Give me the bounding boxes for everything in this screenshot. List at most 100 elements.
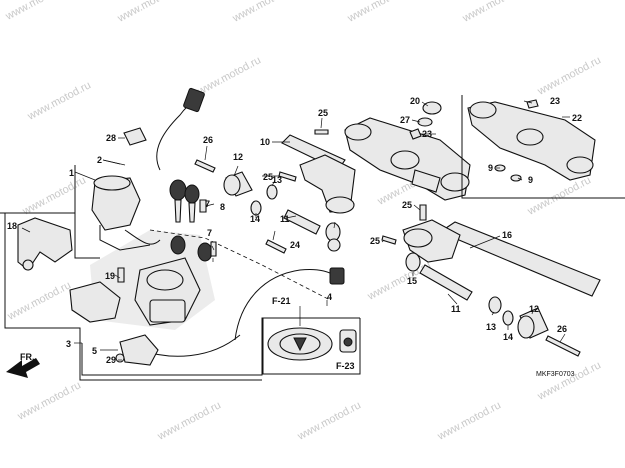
part-number-labels: 1 2 3 4 5 7 7 8 9 9 10 11 11 12 12 13 13…: [7, 96, 582, 365]
part-number: 2: [97, 155, 102, 165]
clamp-end: [403, 228, 433, 248]
switch-housing: [91, 177, 141, 231]
key-head: [170, 235, 186, 255]
part-number: 23: [422, 129, 432, 139]
clamp-end: [325, 196, 355, 214]
cap: [409, 128, 422, 140]
key-set: [169, 179, 213, 262]
part-number: 25: [370, 236, 380, 246]
part-number: 4: [327, 292, 332, 302]
part-number: 26: [203, 135, 213, 145]
part-number: 9: [528, 175, 533, 185]
top-bridge-group: [344, 101, 471, 221]
screw: [545, 335, 581, 357]
part-number: 25: [263, 172, 273, 182]
part-number: 19: [105, 271, 115, 281]
mounting-bracket: [17, 217, 73, 271]
bolt: [199, 199, 207, 213]
group-frame: [74, 165, 100, 259]
ref-f23: F-23: [336, 361, 355, 371]
watermark: www.motod.ru: [25, 79, 93, 123]
ignition-base: [149, 299, 186, 323]
part-number: 15: [407, 276, 417, 286]
watermark: www.motod.ru: [435, 399, 503, 443]
wire-clip: [123, 127, 147, 146]
cap: [526, 99, 539, 109]
part-number: 16: [502, 230, 512, 240]
right-handlebar-group: [381, 219, 601, 357]
cable: [234, 269, 341, 341]
part-number: 10: [260, 137, 270, 147]
group-frame: [4, 213, 70, 329]
stem-nut: [422, 101, 442, 115]
screw: [115, 353, 125, 363]
group-frame: [81, 317, 360, 376]
stem-hole: [390, 150, 420, 170]
watermark: www.motod.ru: [535, 359, 603, 403]
part-number: 3: [66, 339, 71, 349]
diagram-code: MKF3F0703: [536, 371, 575, 378]
lock-switch: [119, 334, 159, 366]
watermark: www.motod.ru: [525, 174, 593, 218]
bolt: [419, 204, 427, 221]
ignition-face: [146, 269, 184, 291]
switch-pin: [343, 337, 353, 347]
watermark: www.motod.ru: [195, 54, 263, 98]
part-number: 1: [69, 168, 74, 178]
switch-bracket: [99, 225, 151, 251]
weight-face: [517, 315, 535, 339]
part-number: 27: [400, 115, 410, 125]
fork-hole: [566, 156, 594, 174]
left-handlebar-group: [194, 129, 356, 254]
connector: [329, 267, 345, 285]
key-head: [169, 179, 187, 201]
wire: [124, 229, 161, 245]
leader-lines: [21, 100, 570, 361]
front-arrow: [6, 358, 40, 378]
pipe: [419, 264, 473, 301]
part-number: 25: [318, 108, 328, 118]
fork-hole: [344, 123, 372, 141]
bolt: [278, 171, 297, 182]
part-number: 7: [207, 228, 212, 238]
part-number: 24: [290, 240, 300, 250]
part-number: 5: [92, 346, 97, 356]
part-number: 11: [280, 214, 290, 224]
bolt: [381, 235, 397, 245]
cable: [156, 99, 196, 171]
part-number: 26: [557, 324, 567, 334]
watermark: www.motod.ru: [5, 279, 73, 323]
part-number: 25: [402, 200, 412, 210]
watermark: www.motod.ru: [15, 379, 83, 423]
ref-frame: [262, 318, 361, 375]
bushing: [405, 252, 421, 272]
watermark: www.motod.ru: [460, 0, 528, 25]
key-blade: [174, 199, 182, 223]
washer: [327, 238, 341, 252]
connector: [183, 87, 205, 113]
group-frame: [70, 327, 262, 381]
part-number: 12: [233, 152, 243, 162]
watermark: www.motod.ru: [3, 0, 71, 23]
fuel-cap-reference: F-21 F-23: [262, 296, 361, 375]
part-number: 28: [106, 133, 116, 143]
part-number: 13: [486, 322, 496, 332]
key-blade: [188, 202, 196, 223]
screw: [194, 159, 216, 173]
leader-dash: [149, 229, 331, 301]
watermark: www.motod.ru: [345, 0, 413, 25]
part-number: 11: [451, 304, 461, 314]
collar: [502, 310, 514, 326]
part-number: 18: [7, 221, 17, 231]
stem-hole: [516, 128, 544, 146]
part-number: 7: [205, 199, 210, 209]
switch-top: [93, 175, 131, 191]
watermark: www.motod.ru: [365, 259, 433, 303]
collar: [266, 184, 278, 200]
part-number: 29: [106, 355, 116, 365]
handlebar-pipe: [438, 221, 601, 297]
bolt: [314, 129, 329, 135]
part-number: 22: [572, 113, 582, 123]
part-number: 23: [550, 96, 560, 106]
